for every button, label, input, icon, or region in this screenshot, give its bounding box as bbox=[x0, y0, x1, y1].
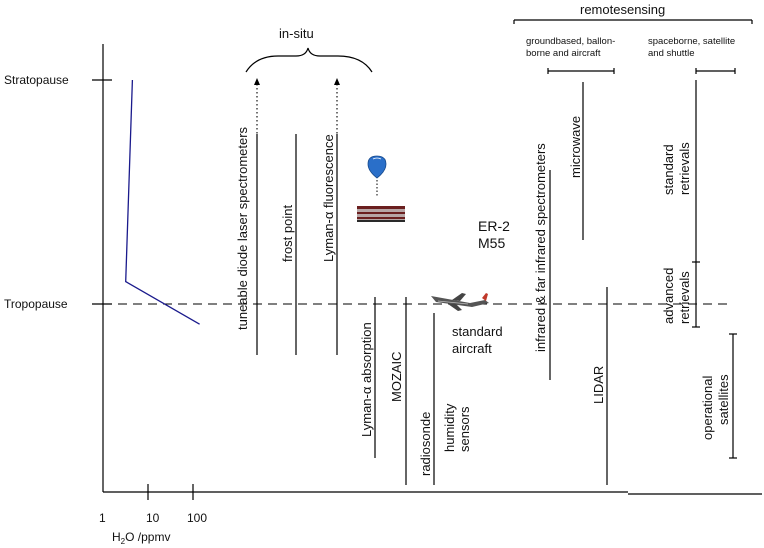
groundbased-label-1: groundbased, ballon- bbox=[526, 36, 615, 47]
lyman-fluorescence-label: Lyman-α fluorescence bbox=[321, 134, 336, 262]
in-situ-brace bbox=[245, 47, 373, 73]
advanced-retrievals-label-1: advanced bbox=[661, 268, 676, 324]
operational-satellites-label-1: operational bbox=[700, 376, 715, 440]
balloon-icon bbox=[367, 155, 387, 196]
standard-retrievals-label-2: retrievals bbox=[677, 142, 692, 195]
microwave-label: microwave bbox=[568, 116, 583, 178]
standard-retrievals-label-1: standard bbox=[661, 144, 676, 195]
mozaic-label: MOZAIC bbox=[389, 351, 404, 402]
remote-sensing-label: remotesensing bbox=[580, 2, 665, 17]
water-vapour-profile bbox=[125, 79, 200, 325]
aircraft-icon bbox=[431, 293, 489, 311]
infrared-label: infrared & far infrared spectrometers bbox=[533, 143, 548, 352]
x-tick-label-10: 10 bbox=[146, 511, 160, 525]
x-axis-title: H2O /ppmv bbox=[112, 530, 170, 546]
in-situ-label: in-situ bbox=[279, 26, 314, 41]
groundbased-label-2: borne and aircraft bbox=[526, 48, 601, 59]
frost-point-label: frost point bbox=[280, 205, 295, 262]
tdl-arrow bbox=[254, 78, 260, 85]
advanced-retrievals-label-2: retrievals bbox=[677, 271, 692, 324]
standard-aircraft-label-1: standard bbox=[452, 324, 503, 339]
stratospheric-aircraft-block bbox=[357, 206, 405, 222]
lidar-label: LIDAR bbox=[591, 366, 606, 404]
lyman-absorption-label: Lyman-α absorption bbox=[359, 322, 374, 437]
y-label-tropopause: Tropopause bbox=[4, 297, 68, 311]
y-label-stratopause: Stratopause bbox=[4, 73, 69, 87]
spaceborne-label-1: spaceborne, satellite bbox=[648, 36, 735, 47]
operational-satellites-label-2: satellites bbox=[716, 374, 731, 425]
er2-label: ER-2 bbox=[478, 218, 510, 234]
humidity-sensors-label-1: humidity bbox=[442, 403, 457, 452]
spaceborne-label-2: and shuttle bbox=[648, 48, 694, 59]
standard-aircraft-label-2: aircraft bbox=[452, 341, 492, 356]
m55-label: M55 bbox=[478, 235, 505, 251]
lyman-f-arrow bbox=[334, 78, 340, 85]
x-tick-label-100: 100 bbox=[187, 511, 207, 525]
radiosonde-label: radiosonde bbox=[418, 412, 433, 476]
tdl-label: tuneable diode laser spectrometers bbox=[235, 126, 250, 330]
humidity-sensors-label-2: sensors bbox=[457, 406, 472, 452]
x-tick-label-1: 1 bbox=[99, 511, 106, 525]
